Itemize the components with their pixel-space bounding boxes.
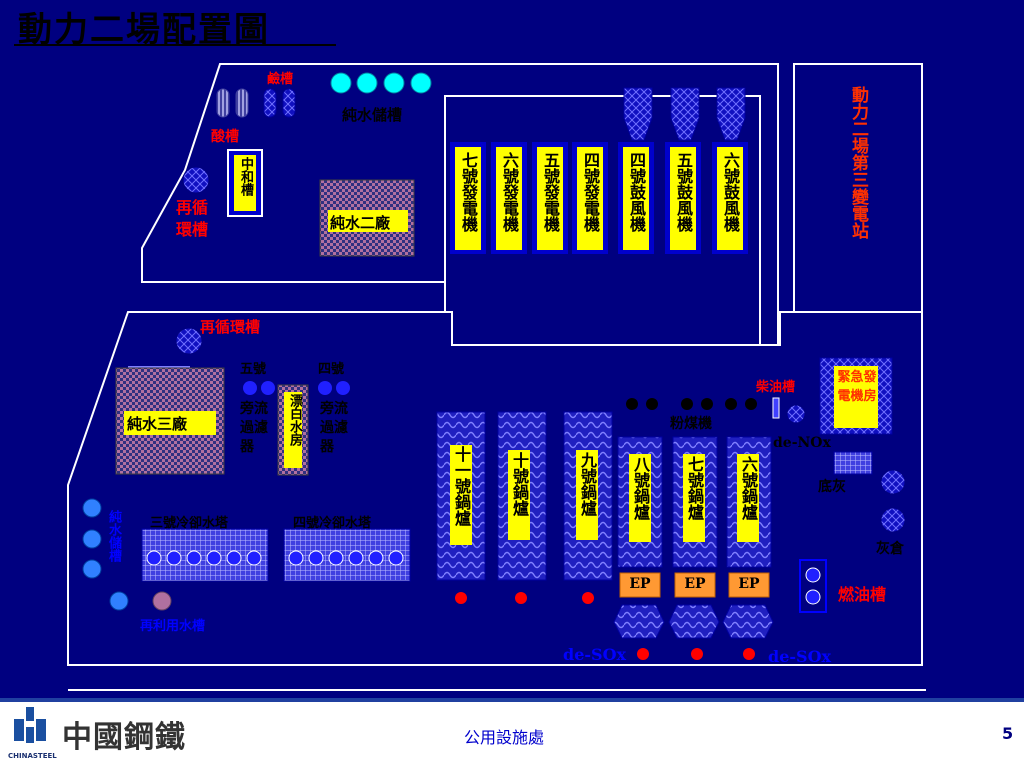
side-filter-4-label: 旁流過濾器 xyxy=(320,401,348,455)
boiler-7-label: 七號鍋爐 xyxy=(685,456,704,520)
pure-water-plant-3-label: 純水三廠 xyxy=(127,415,188,433)
company-logo-icon xyxy=(14,707,46,751)
boiler-group xyxy=(436,411,772,581)
emergency-generator-label: 緊急發電機房 xyxy=(837,370,877,404)
pure-water-storage-label: 純水儲槽 xyxy=(342,106,403,124)
fan-group xyxy=(618,87,748,254)
coal-mill-label: 粉煤機 xyxy=(670,416,712,432)
cooling-tower-3-icon xyxy=(141,528,269,582)
generator-4-label: 四號發電機 xyxy=(581,152,600,232)
page-title: 動力二場配置圖 xyxy=(18,10,270,50)
recirc-tank-1-label: 再循環槽 xyxy=(175,198,208,239)
page-number: 5 xyxy=(1002,724,1014,743)
filter-4-title: 四號 xyxy=(318,362,345,377)
bleach-room-label: 漂白水房 xyxy=(287,394,302,446)
department-name: 公用設施處 xyxy=(464,728,545,747)
desox-right-label: de-SOx xyxy=(768,647,832,666)
fan-5-label: 五號鼓風機 xyxy=(674,152,693,232)
desox-left-label: de-SOx xyxy=(563,645,627,664)
cooling-tower-4-icon xyxy=(283,528,411,582)
recirc-tank-1-icon xyxy=(182,166,210,194)
title-underline xyxy=(14,44,336,46)
acid-tank-label: 酸槽 xyxy=(211,129,239,145)
generator-5-label: 五號發電機 xyxy=(541,152,560,232)
recirc-tank-2-label: 再循環槽 xyxy=(200,318,261,336)
pure-water-storage-tanks xyxy=(330,72,432,94)
boiler-11-label: 十一號鍋爐 xyxy=(452,446,471,526)
generator-6-label: 六號發電機 xyxy=(500,152,519,232)
fan-6-label: 六號鼓風機 xyxy=(721,152,740,232)
boiler-10-label: 十號鍋爐 xyxy=(510,452,529,516)
cooling-tower-3-label: 三號冷卻水塔 xyxy=(150,516,229,531)
pure-water-plant-2-label: 純水二廠 xyxy=(330,214,391,232)
pure-water-storage-2-label: 純水儲槽 xyxy=(106,510,121,562)
filter-5-title: 五號 xyxy=(240,362,267,377)
generator-group xyxy=(450,142,608,254)
boiler-9-label: 九號鍋爐 xyxy=(578,452,597,516)
diesel-tank-label: 柴油槽 xyxy=(756,380,796,395)
boiler-8-label: 八號鍋爐 xyxy=(631,456,650,520)
fuel-oil-tank-label: 燃油槽 xyxy=(838,585,887,604)
side-filter-5-label: 旁流過濾器 xyxy=(240,401,268,455)
cooling-tower-4-label: 四號冷卻水塔 xyxy=(293,516,372,531)
ep-1-label: EP xyxy=(629,576,651,592)
fan-4-label: 四號鼓風機 xyxy=(627,152,646,232)
company-english-name: CHINASTEEL xyxy=(8,752,57,760)
boiler-6-label: 六號鍋爐 xyxy=(739,456,758,520)
neutral-tank-label: 中和槽 xyxy=(238,157,253,196)
ep-2-label: EP xyxy=(684,576,706,592)
ep-3-label: EP xyxy=(738,576,760,592)
generator-7-label: 七號發電機 xyxy=(459,152,478,232)
bottom-ash-label: 底灰 xyxy=(818,479,846,495)
reuse-water-tank-label: 再利用水槽 xyxy=(140,619,206,634)
coal-mill-dots xyxy=(626,398,757,410)
alkali-tank-label: 鹼槽 xyxy=(267,72,294,87)
substation-label: 動力二場第三變電站 xyxy=(848,86,868,239)
denox-label: de-NOx xyxy=(773,435,831,451)
company-name: 中國鋼鐵 xyxy=(62,720,186,755)
acid-tank-group xyxy=(216,88,296,118)
ash-silo-label: 灰倉 xyxy=(876,541,904,557)
